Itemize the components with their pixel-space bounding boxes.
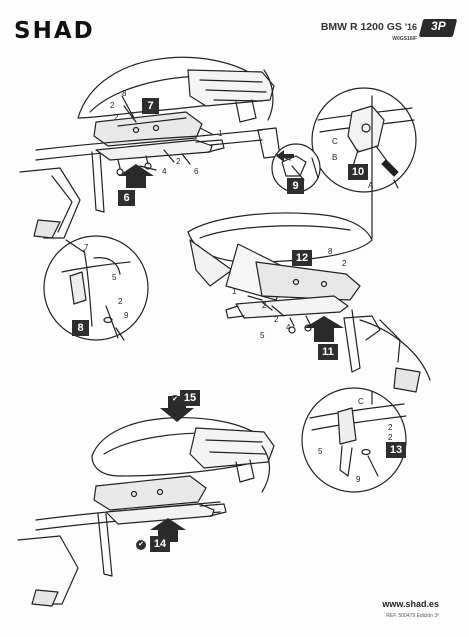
callout-5: 5 (112, 273, 117, 282)
callout-8: 8 (328, 247, 333, 256)
figure-detail-13 (301, 387, 407, 493)
callout-2: 2 (274, 315, 279, 324)
step-15-tag: 15 (180, 390, 200, 406)
callout-9: 9 (356, 475, 361, 484)
callout-4: 4 (286, 323, 291, 332)
step-11-tag: 11 (318, 344, 338, 360)
figure-bottom-bike (17, 417, 275, 607)
callout-2: 2 (342, 259, 347, 268)
step-13-tag: 13 (386, 442, 406, 458)
callout-5: 5 (318, 447, 323, 456)
callout-2: 2 (110, 101, 115, 110)
callout-8: 8 (122, 89, 127, 98)
callout-2: 2 (114, 113, 119, 122)
step-14-tag: 14 (150, 536, 170, 552)
callout-7: 7 (84, 243, 89, 252)
callout-9: 9 (124, 311, 129, 320)
website-url[interactable]: www.shad.es (382, 599, 439, 609)
step-7-tag: 7 (142, 98, 159, 114)
brand-logo: SHAD (14, 18, 95, 44)
callout-2: 2 (176, 157, 181, 166)
step-9-tag: 9 (287, 178, 304, 194)
callout-2: 2 (118, 297, 123, 306)
callout-C: C (332, 137, 338, 146)
figure-detail-10 (311, 87, 417, 239)
callout-B: B (332, 153, 338, 162)
check-icon: ✔ (136, 540, 146, 550)
callout-2: 2 (388, 433, 393, 442)
figure-mid-right-bike (187, 212, 431, 393)
callout-1: 1 (218, 129, 223, 138)
figure-detail-8 (43, 235, 149, 341)
callout-5: 5 (260, 331, 265, 340)
callout-2: 2 (388, 423, 393, 432)
step-8-tag: 8 (72, 320, 89, 336)
callout-2: 2 (262, 301, 267, 310)
callout-A: A (368, 181, 374, 190)
callout-C: C (358, 397, 364, 406)
product-code: W0GS16IF (392, 36, 417, 42)
callout-1: 1 (232, 287, 237, 296)
check-icon: ✔ (170, 395, 180, 405)
step-12-tag: 12 (292, 250, 312, 266)
model-year: '16 (404, 22, 417, 32)
model-title: BMW R 1200 GS '16 (321, 21, 417, 33)
step-6-tag: 6 (118, 190, 135, 206)
figure-top-left-bike (19, 56, 281, 239)
model-name: BMW R 1200 GS (320, 21, 402, 33)
callout-6: 6 (194, 167, 199, 176)
callout-4: 4 (162, 167, 167, 176)
reference-edition: REF. 500479 Edición 3ª (386, 613, 439, 619)
step-10-tag: 10 (348, 164, 368, 180)
